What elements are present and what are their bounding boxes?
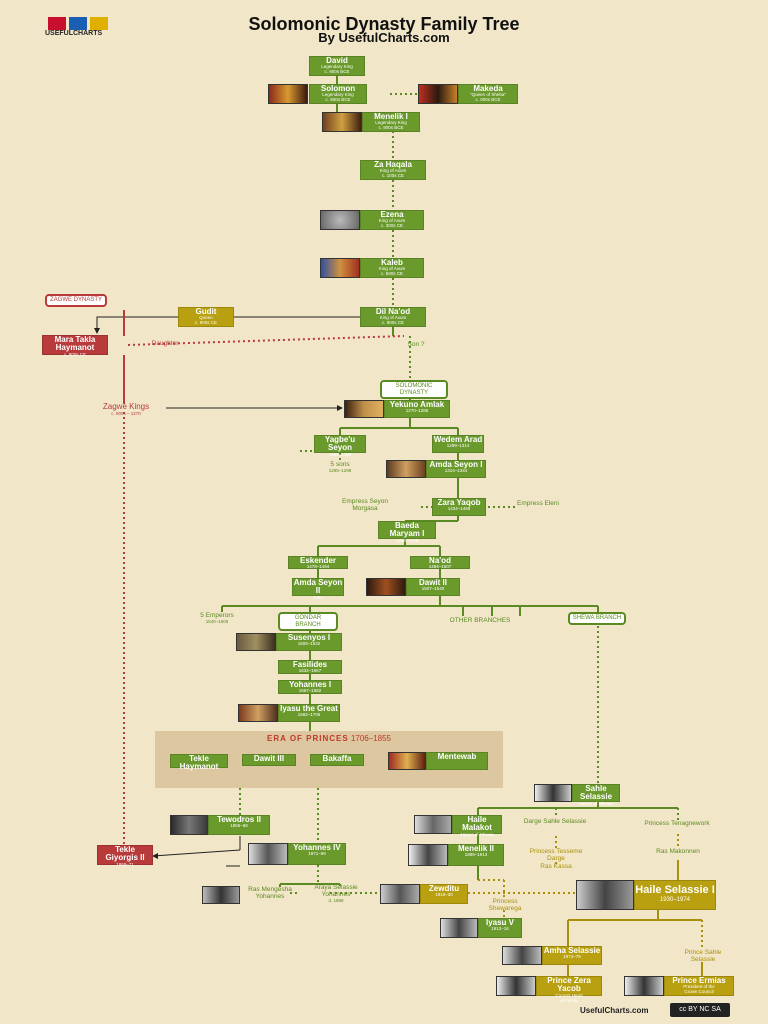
page-subtitle: By UsefulCharts.com <box>318 30 450 45</box>
iyasu-portrait <box>238 704 278 722</box>
gondar-branch-tag: GONDAR BRANCH <box>278 612 338 632</box>
iyasu-v-portrait <box>440 918 478 938</box>
princess-tesseme-darge-label: Princess Tesseme Darge <box>529 848 583 862</box>
yohannes-iv-portrait <box>248 843 288 865</box>
son-label: Son ? <box>407 341 425 348</box>
princess-tenagnework-label: Princess Tenagnework <box>644 820 710 827</box>
dawit-ii-portrait <box>366 578 406 596</box>
yekuno-amlak-portrait <box>344 400 384 418</box>
footer-url[interactable]: UsefulCharts.com <box>580 1006 649 1015</box>
ermias-portrait <box>624 976 664 996</box>
solomonic-dynasty-tag: SOLOMONIC DYNASTY <box>380 380 448 400</box>
zera-yacob-portrait <box>496 976 536 996</box>
page-title: Solomonic Dynasty Family Tree <box>248 14 520 34</box>
sahle-selassie-portrait <box>534 784 572 802</box>
other-branches-label: OTHER BRANCHES <box>449 617 511 624</box>
susenyos-i-portrait <box>236 633 276 651</box>
ras-mengesha-yohannes-label: Ras Mengesha Yohannes <box>248 886 292 900</box>
person-mentewab[interactable]: Mentewab <box>426 752 488 770</box>
license-badge: cc BY NC SA <box>670 1003 730 1017</box>
ras-mengesha-portrait <box>202 886 240 904</box>
princess-shewarega-label: Princess Shewarega <box>488 898 522 912</box>
amha-selassie-portrait <box>502 946 542 965</box>
amda-seyon-i-portrait <box>386 460 426 478</box>
person-bakaffa[interactable]: Bakaffa <box>310 754 364 766</box>
logo-text: USEFULCHARTS <box>45 30 103 37</box>
kaleb-portrait <box>320 258 360 278</box>
mentewab-portrait <box>388 752 426 770</box>
shewa-branch-tag: SHEWA BRANCH <box>568 612 626 625</box>
ras-makonnen-label: Ras Makonnen <box>656 848 700 855</box>
ras-kassa-label: Ras Kassa <box>540 863 572 870</box>
daughter-label: Daughter <box>151 340 179 347</box>
logo: USEFULCHARTS <box>45 17 118 39</box>
menelik-i-portrait <box>322 112 362 132</box>
makeda-portrait <box>418 84 458 104</box>
era-of-princes-title: ERA OF PRINCES 1706–1855 <box>267 734 391 743</box>
empress-seyon-morgasa-label: Empress Seyon Morgasa <box>342 498 388 512</box>
ezena-portrait <box>320 210 360 230</box>
person-makeda[interactable]: Makeda"Queen of Sheba"c. 900s BCE <box>458 84 518 104</box>
empress-eleni-label: Empress Eleni <box>517 500 559 507</box>
haile-selassie-portrait <box>576 880 634 910</box>
tewodros-portrait <box>170 815 208 835</box>
person-tekle-haymanot[interactable]: Tekle Haymanot <box>170 754 228 771</box>
haile-malakot-portrait <box>414 815 452 834</box>
zewditu-portrait <box>380 884 420 904</box>
zagwe-dynasty-tag: ZAGWE DYNASTY <box>45 294 107 307</box>
menelik-ii-portrait <box>408 844 448 866</box>
prince-sahle-selassie-label: Prince Sahle Selassie <box>684 949 722 963</box>
person-dawit-iii[interactable]: Dawit III <box>242 754 296 766</box>
solomon-portrait <box>268 84 308 104</box>
darge-sahle-selassie-label: Darge Sahle Selassie <box>523 818 587 825</box>
